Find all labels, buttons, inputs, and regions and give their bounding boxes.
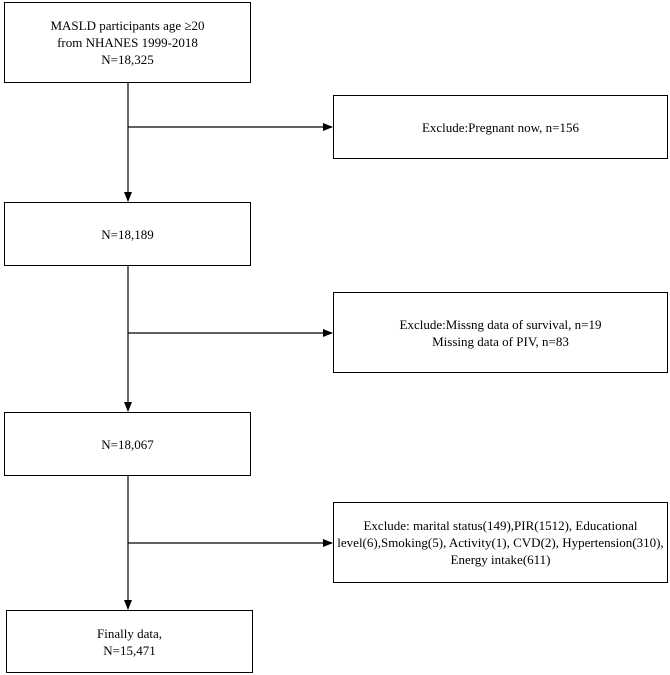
box-exclusion-2-line-2: Missing data of PIV, n=83 (432, 333, 569, 349)
box-main-2-line-1: N=18,189 (101, 226, 154, 242)
box-exclusion-3-line-3: Energy intake(611) (450, 552, 551, 567)
box-main-3-line-1: N=18,067 (101, 436, 154, 452)
box-exclusion-2-line-1: Exclude:Missng data of survival, n=19 (399, 316, 602, 332)
box-final-line-2: N=15,471 (103, 642, 156, 658)
box-exclusion-missing-data: Exclude:Missng data of survival, n=19 Mi… (333, 292, 668, 373)
box-exclusion-covariates: Exclude: marital status(149),PIR(1512), … (333, 502, 668, 583)
box-initial-line-2: from NHANES 1999-2018 (57, 35, 198, 50)
box-final-sample: Finally data, N=15,471 (6, 610, 253, 673)
box-exclusion-3-line-1: Exclude: marital status(149),PIR(1512), … (363, 518, 638, 533)
box-initial-line-1: MASLD participants age ≥20 (50, 18, 205, 33)
box-exclusion-3-line-2: level(6),Smoking(5), Activity(1), CVD(2)… (337, 535, 664, 550)
box-final-line-1: Finally data, (97, 625, 162, 641)
box-initial-participants: MASLD participants age ≥20 from NHANES 1… (4, 2, 251, 83)
box-after-exclusion-1: N=18,189 (4, 202, 251, 266)
box-after-exclusion-2: N=18,067 (4, 412, 251, 476)
box-exclusion-pregnant: Exclude:Pregnant now, n=156 (333, 95, 668, 159)
box-initial-line-3: N=18,325 (101, 52, 154, 67)
box-exclusion-1-line-1: Exclude:Pregnant now, n=156 (421, 119, 580, 135)
